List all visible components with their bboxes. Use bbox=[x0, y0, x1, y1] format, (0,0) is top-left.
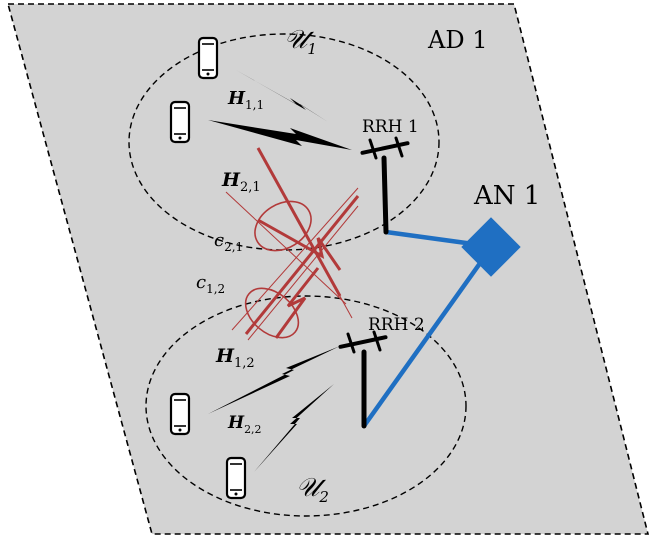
rrh-2-label: RRH 2 bbox=[368, 315, 425, 335]
lightning-link-icon bbox=[236, 70, 328, 122]
fronthaul-link-2 bbox=[362, 250, 490, 428]
smartphone-icon bbox=[169, 100, 191, 144]
channel-h12-label: H1,2 bbox=[215, 345, 255, 371]
rrh-1-antenna-icon bbox=[360, 136, 410, 235]
area-label: AD 1 bbox=[427, 26, 487, 54]
smartphone-icon bbox=[225, 456, 247, 500]
smartphone-icon bbox=[197, 36, 219, 80]
smartphone-icon bbox=[169, 392, 191, 436]
channel-h21-label: H2,1 bbox=[221, 169, 261, 195]
wireless-links-group-1 bbox=[208, 70, 352, 150]
access-node-label: AN 1 bbox=[473, 181, 540, 211]
lightning-link-icon bbox=[208, 120, 352, 150]
user-group-1-boundary bbox=[128, 33, 440, 251]
rrh-1-label: RRH 1 bbox=[362, 117, 419, 137]
interference-c21-label: c2,1 bbox=[214, 230, 243, 254]
channel-h11-label: H1,1 bbox=[227, 88, 264, 112]
user-group-2-boundary bbox=[145, 295, 467, 517]
rrh-2-antenna-icon bbox=[338, 330, 388, 429]
access-node-icon bbox=[461, 217, 521, 277]
interference-zigzag-upper bbox=[257, 218, 342, 271]
domain-region bbox=[6, 3, 650, 535]
channel-h22-label: H2,2 bbox=[227, 413, 262, 436]
interference-lobe-upper bbox=[254, 200, 312, 252]
interference-lobe-lower bbox=[244, 287, 300, 339]
interference-beams bbox=[225, 147, 360, 341]
interference-c12-label: c1,2 bbox=[196, 272, 225, 296]
interference-zigzag-lower bbox=[274, 267, 320, 339]
